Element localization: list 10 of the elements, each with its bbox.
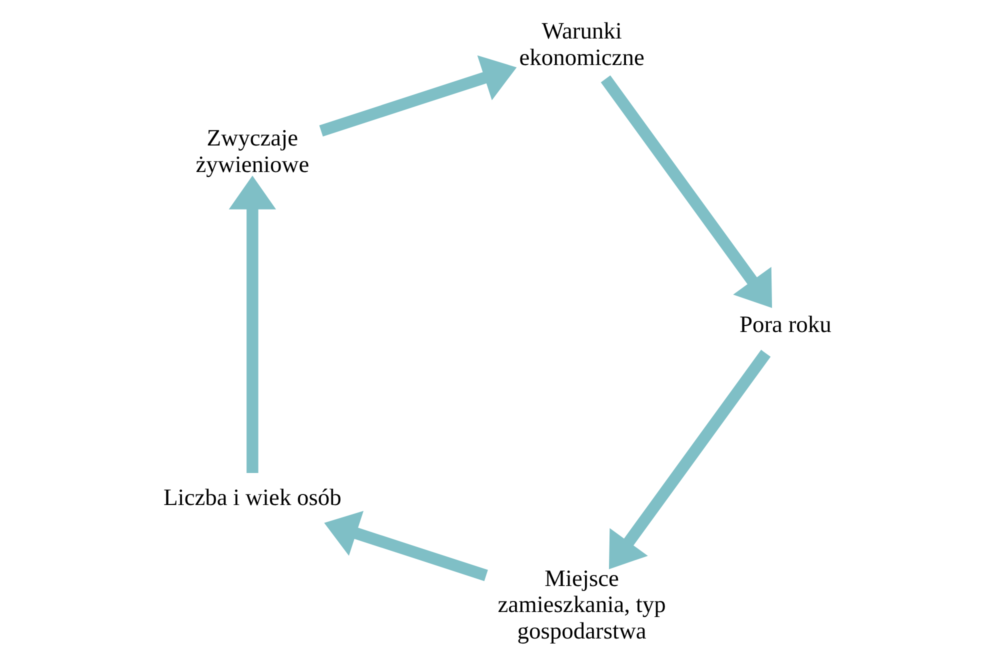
arrow	[600, 75, 772, 308]
node-text: Warunki ekonomiczne	[518, 18, 644, 71]
node-text: Miejsce zamieszkania, typ gospodarstwa	[497, 566, 666, 645]
node-text: Pora roku	[738, 312, 831, 338]
node-text: Liczba i wiek osób	[162, 485, 341, 512]
arrow	[318, 55, 516, 136]
arrow	[324, 510, 488, 582]
arrow	[228, 176, 276, 473]
arrow	[608, 350, 770, 570]
node-text: Zwyczaje żywieniowe	[195, 126, 309, 178]
